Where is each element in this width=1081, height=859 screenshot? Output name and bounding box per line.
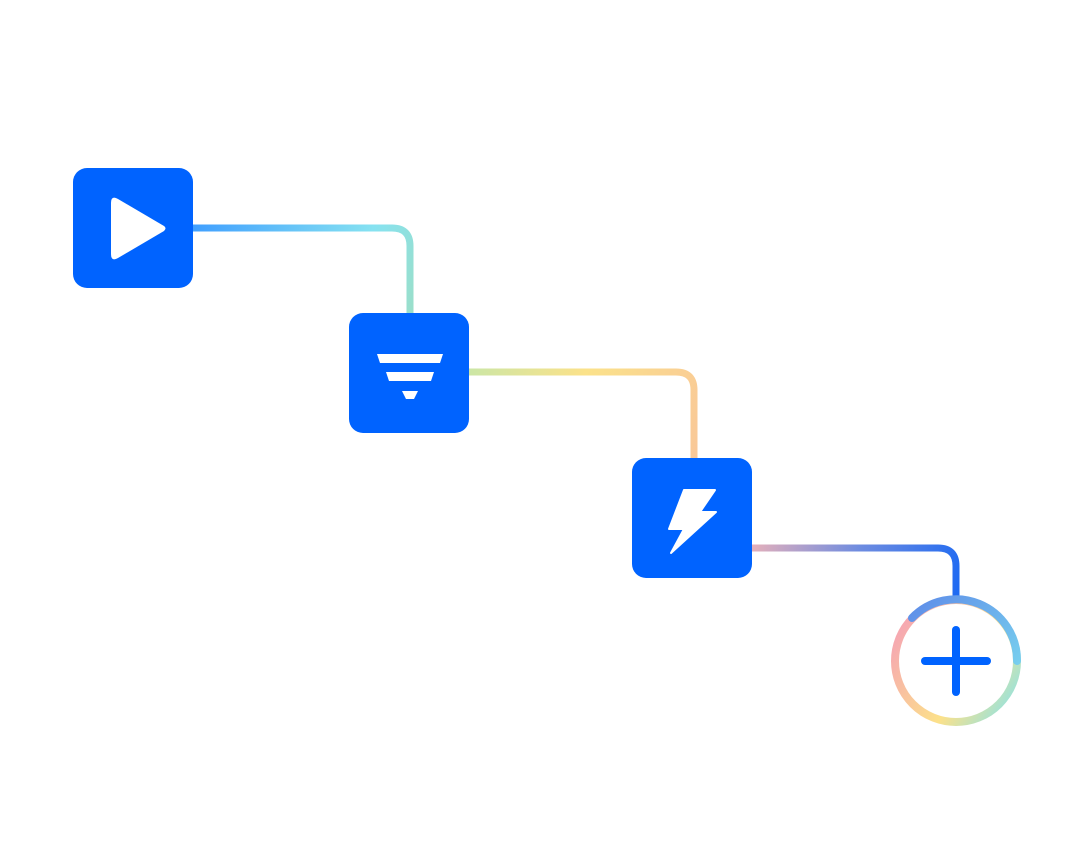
trigger-node[interactable]: [73, 168, 193, 288]
connector-start-to-filter: [186, 224, 414, 319]
plus-icon: [921, 626, 991, 696]
lightning-bolt-icon: [668, 489, 717, 554]
filter-icon: [377, 354, 443, 399]
filter-node[interactable]: [349, 313, 469, 433]
action-node[interactable]: [632, 458, 752, 578]
play-icon: [111, 197, 166, 260]
add-step-ring-top: [908, 595, 1022, 665]
filter-icon-bar-top: [377, 354, 443, 363]
connector-filter-to-action: [464, 368, 698, 464]
connector-action-to-add: [746, 544, 960, 604]
add-step-button[interactable]: [891, 595, 1022, 726]
filter-icon-bar-bottom: [402, 391, 418, 399]
filter-icon-bar-middle: [386, 372, 434, 381]
